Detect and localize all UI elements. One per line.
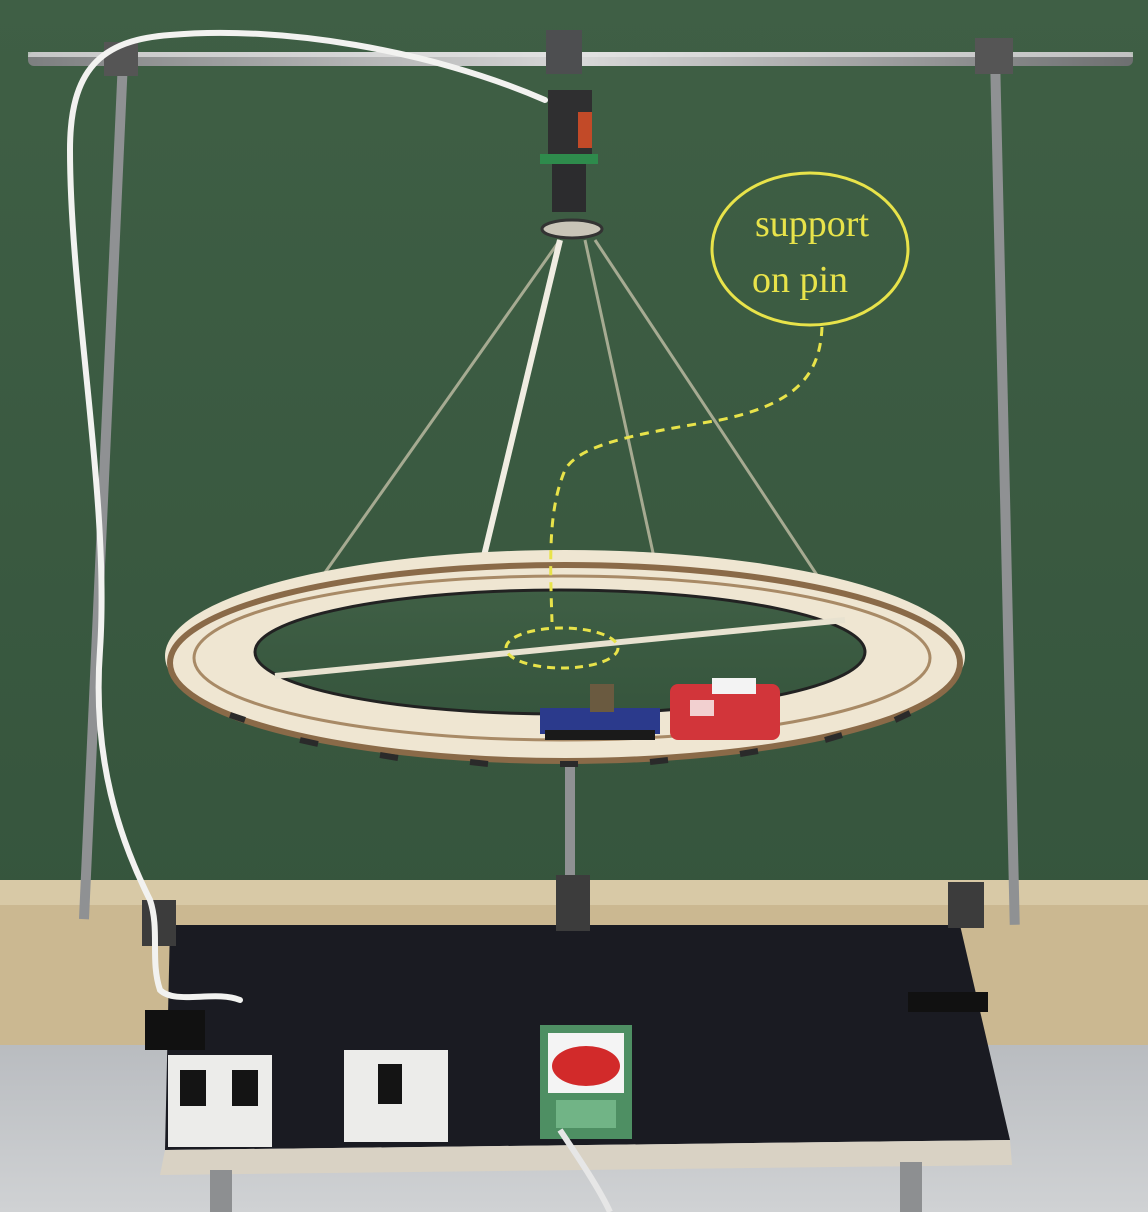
switch-box-left[interactable] xyxy=(168,1055,272,1147)
clamp-top-right xyxy=(975,38,1013,74)
hanger-clamp xyxy=(546,30,582,74)
power-cable xyxy=(66,29,548,1003)
post-left xyxy=(78,59,128,920)
table-leg-left xyxy=(210,1170,232,1212)
annotation-text-line1: support xyxy=(755,203,869,245)
foot-left xyxy=(145,1010,205,1050)
cross-rod xyxy=(274,617,846,679)
annotation-bubble xyxy=(710,171,910,327)
suspension-strings xyxy=(288,239,862,641)
wagon xyxy=(540,708,660,734)
table-edge xyxy=(160,1140,1012,1175)
post-right xyxy=(990,54,1020,925)
foot-right xyxy=(908,992,988,1012)
pin-highlight xyxy=(504,626,620,670)
control-cable xyxy=(557,1128,613,1212)
clamp-bottom-center xyxy=(556,875,590,931)
red-button-box[interactable] xyxy=(540,1025,632,1139)
model-train xyxy=(540,678,780,740)
annotation-text-line2: on pin xyxy=(752,259,848,301)
table-leg-right xyxy=(900,1162,922,1212)
locomotive xyxy=(670,684,780,740)
clamp-bottom-right xyxy=(948,882,984,928)
annotation-leader xyxy=(549,326,824,623)
red-button[interactable] xyxy=(552,1046,620,1086)
center-post xyxy=(565,745,575,885)
wagon-load xyxy=(590,684,614,712)
switch-box-middle[interactable] xyxy=(344,1050,448,1142)
clamp-bottom-left xyxy=(142,900,176,946)
pivot-disc xyxy=(540,218,604,240)
